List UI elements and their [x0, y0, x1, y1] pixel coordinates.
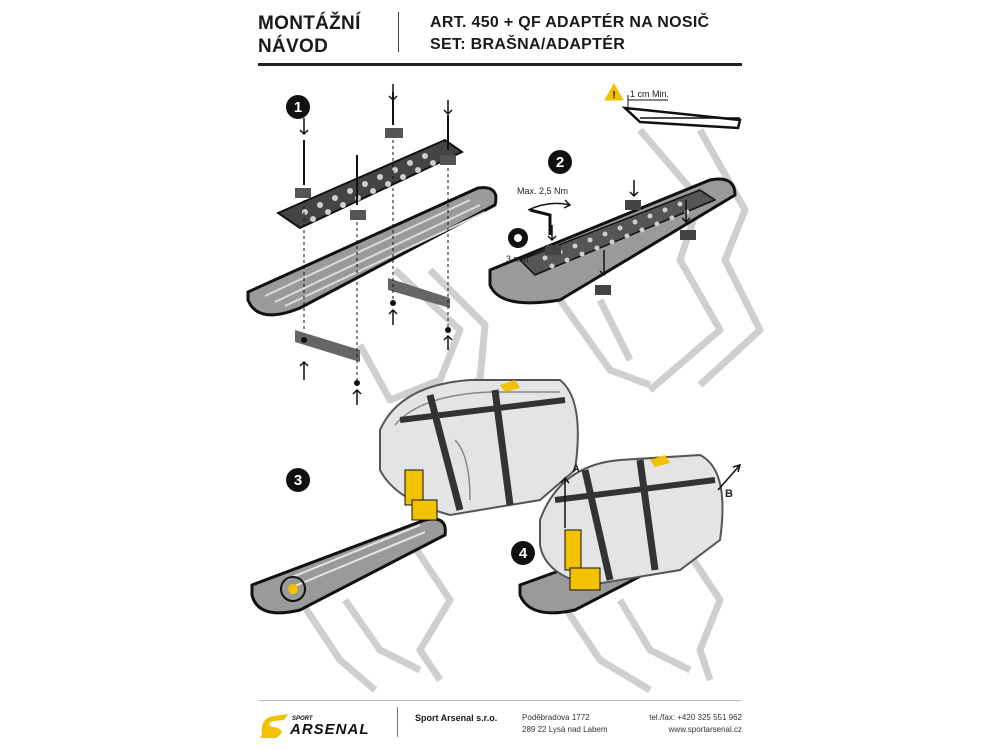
phone-text: tel./fax: +420 325 551 962: [649, 713, 742, 722]
assembly-illustration: 1 ! 1 cm Min.: [246, 82, 764, 694]
svg-text:!: !: [612, 90, 615, 101]
manual-title: MONTÁŽNÍ NÁVOD: [258, 12, 361, 58]
hex-size-label: 3 mm: [506, 254, 529, 264]
product-title: ART. 450 + QF ADAPTÉR NA NOSIČ SET: BRAŠ…: [430, 12, 709, 56]
step3-number: 3: [294, 472, 302, 489]
arrow-a-label: A: [572, 463, 580, 475]
step2-number: 2: [556, 154, 564, 171]
arrow-b-label: B: [725, 488, 733, 500]
product-title-line1: ART. 450 + QF ADAPTÉR NA NOSIČ: [430, 14, 710, 31]
header-rule: [258, 63, 742, 66]
manual-title-line1: MONTÁŽNÍ: [258, 13, 361, 34]
header-divider: [398, 12, 399, 52]
address-line2: 289 22 Lysá nad Labem: [522, 725, 608, 734]
step4-number: 4: [519, 545, 528, 562]
footer-rule: [258, 700, 742, 701]
step1-badge: [286, 95, 310, 119]
step4-illustration: A B 4: [511, 453, 742, 694]
address-line1: Poděbradova 1772: [522, 713, 590, 722]
company-contact: tel./fax: +420 325 551 962 www.sportarse…: [636, 712, 742, 736]
step2-badge: [548, 150, 572, 174]
warning-icon: [604, 82, 624, 101]
torque-label: Max. 2,5 Nm: [517, 186, 568, 196]
company-address: Poděbradova 1772 289 22 Lysá nad Labem: [522, 712, 608, 736]
logo-main-text: ARSENAL: [289, 721, 370, 738]
company-logo: SPORT ARSENAL: [260, 714, 370, 738]
manual-title-line2: NÁVOD: [258, 36, 329, 57]
step2-illustration: ! 1 cm Min. Max. 2,5 Nm 3 mm: [488, 82, 764, 393]
step3-illustration: 3: [250, 379, 579, 693]
logo-small-text: SPORT: [292, 716, 314, 722]
company-name: Sport Arsenal s.r.o.: [415, 713, 498, 723]
product-title-line2: SET: BRAŠNA/ADAPTÉR: [430, 36, 626, 53]
step3-badge: [286, 468, 310, 492]
website-link[interactable]: www.sportarsenal.cz: [668, 725, 742, 734]
footer-divider: [397, 707, 398, 737]
step1-number: 1: [294, 99, 302, 116]
step4-badge: [511, 541, 535, 565]
step1-illustration: 1: [246, 84, 498, 405]
min-gap-label: 1 cm Min.: [630, 89, 669, 99]
